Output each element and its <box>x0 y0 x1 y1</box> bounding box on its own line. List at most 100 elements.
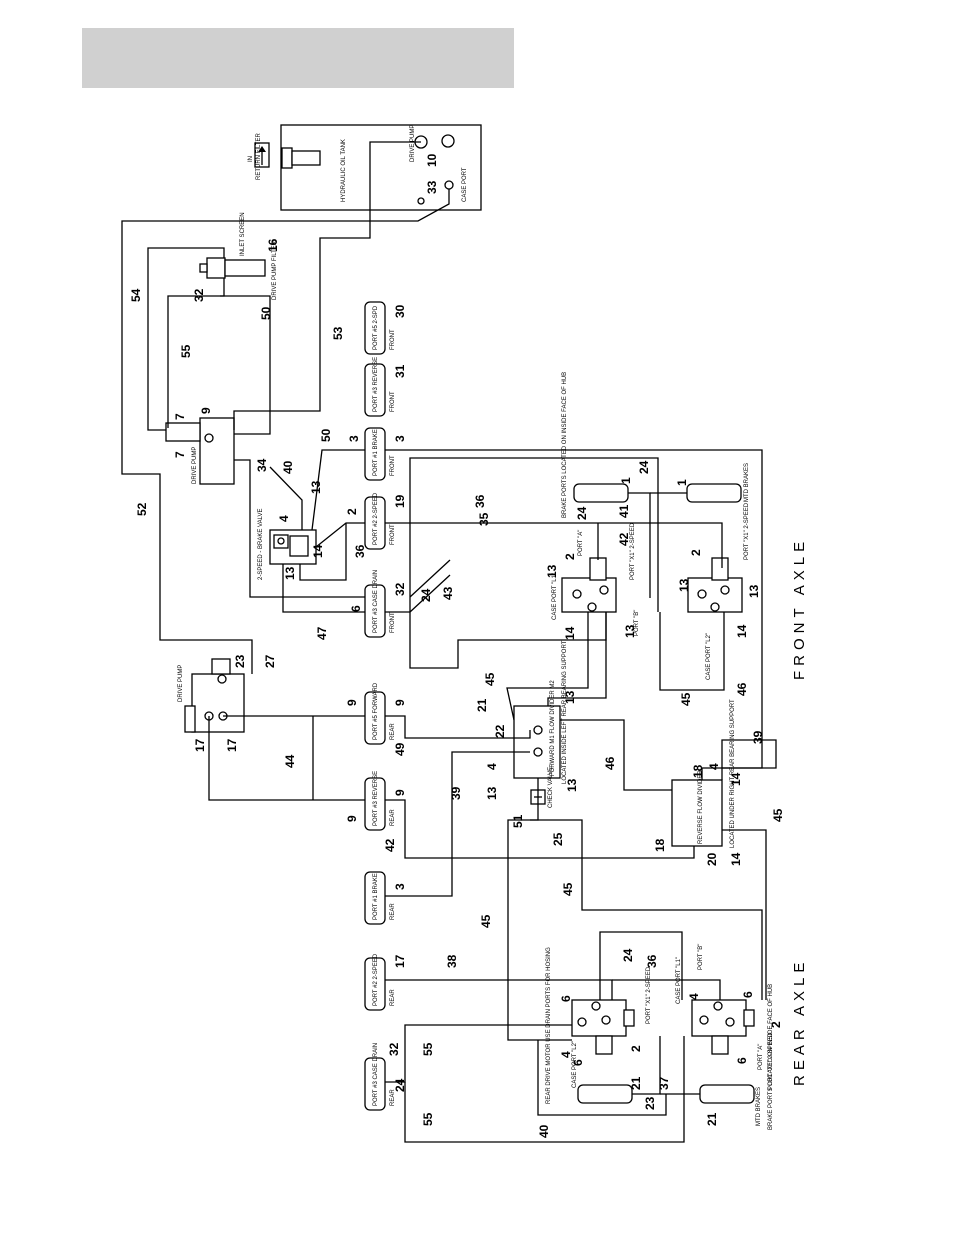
hose-lines <box>121 141 777 1143</box>
port-box-side: FRONT <box>390 524 396 545</box>
mtd-brakes-rear-label: MTD BRAKES <box>756 1087 762 1126</box>
front-motor-right <box>687 557 743 613</box>
callout: 51 <box>511 814 525 828</box>
callout: 49 <box>393 742 407 756</box>
callout: 13 <box>309 480 323 494</box>
front-brake-right <box>686 483 742 503</box>
reverse-flow-divider-label: REVERSE FLOW DIVIDER <box>698 770 704 844</box>
port-box-label: PORT #1 BRAKE <box>373 429 379 476</box>
callout: 43 <box>441 586 455 600</box>
callout: 36 <box>473 494 487 508</box>
front-brake-left <box>573 483 629 503</box>
callout: 13 <box>747 584 761 598</box>
drive-pump-filter-label: DRIVE PUMP FILTER <box>272 240 278 300</box>
callout: 9 <box>199 407 213 414</box>
callout: 55 <box>421 1112 435 1126</box>
mtd-brakes-front-label: MTD BRAKES <box>744 463 750 502</box>
flow-divider-main <box>513 705 561 779</box>
rear-motor-left <box>571 999 635 1055</box>
callout: 13 <box>485 786 499 800</box>
brake-ports-front-label: BRAKE PORTS LOCATED ON INSIDE FACE OF HU… <box>562 372 568 518</box>
callout: 20 <box>705 852 719 866</box>
flow-divider-main-label: FORWARD M1 FLOW DIVIDER M2 <box>550 680 556 776</box>
callout: 37 <box>657 1076 671 1090</box>
callout: 2 <box>689 549 703 556</box>
port-box-side: REAR <box>390 723 396 740</box>
callout-numbers: 10 33 16 32 54 55 50 53 30 31 7 7 9 50 3… <box>129 153 785 1138</box>
callout: 24 <box>393 1078 407 1092</box>
case-port-label: CASE PORT "L1" <box>552 573 558 620</box>
callout: 13 <box>623 624 637 638</box>
callout: 17 <box>225 738 239 752</box>
reverse-flow-divider <box>671 779 723 847</box>
brake-valve <box>269 529 317 565</box>
callout: 24 <box>419 588 433 602</box>
case-port-label: CASE PORT "L2" <box>706 633 712 680</box>
callout: 16 <box>266 238 280 252</box>
callout: 6 <box>559 995 573 1002</box>
callout: 3 <box>393 435 407 442</box>
port-box-side: REAR <box>390 989 396 1006</box>
callout: 9 <box>345 699 359 706</box>
callout: 14 <box>735 624 749 638</box>
callout: 50 <box>259 306 273 320</box>
drive-pump-lower-label: DRIVE PUMP <box>178 665 184 702</box>
reverse-flow-divider-note: LOCATED UNDER RIGHT REAR BEARING SUPPORT <box>730 699 736 848</box>
callout: 2 <box>345 508 359 515</box>
callout: 46 <box>735 682 749 696</box>
port-x1-label: PORT "X1" 2-SPEED <box>630 522 636 580</box>
drive-pump-upper-label: DRIVE PUMP <box>192 447 198 484</box>
port-box-side: REAR <box>390 903 396 920</box>
callout: 22 <box>493 724 507 738</box>
callout: 40 <box>537 1124 551 1138</box>
callout: 54 <box>129 288 143 302</box>
port-b-label: PORT "B" <box>698 944 704 970</box>
callout: 45 <box>483 672 497 686</box>
port-box-label: PORT #3 REVERSE <box>373 771 379 826</box>
callout: 55 <box>421 1042 435 1056</box>
port-x1-label: PORT "X1" 2-SPEED <box>646 966 652 1024</box>
rear-axle-label: REAR AXLE <box>791 958 808 1086</box>
callout: 13 <box>283 566 297 580</box>
port-box-label: PORT #5 2-SPD <box>373 305 379 350</box>
callout: 4 <box>687 993 701 1000</box>
callout: 7 <box>173 413 187 420</box>
rear-drive-motor-label: REAR DRIVE MOTOR USE DRAIN PORTS FOR HOS… <box>546 947 552 1104</box>
inlet-screen-label: INLET SCREEN <box>240 212 246 256</box>
return-filter-label: RETURN FILTER <box>256 132 262 180</box>
port-box-label: PORT #3 CASE DRAIN <box>373 1043 379 1106</box>
port-a-label: PORT "A" <box>578 530 584 556</box>
rear-brake-right <box>699 1084 755 1104</box>
callout: 39 <box>751 730 765 744</box>
port-b-label: PORT "B" <box>634 610 640 636</box>
port-box-label: PORT #1 BRAKE <box>373 873 379 920</box>
callout: 36 <box>645 954 659 968</box>
callout: 18 <box>691 764 705 778</box>
callout: 13 <box>563 690 577 704</box>
callout: 35 <box>477 512 491 526</box>
callout: 23 <box>643 1096 657 1110</box>
port-x1-label: PORT "X1" 2-SPEED <box>744 502 750 560</box>
port-box-label: PORT #5 FORWARD <box>373 682 379 740</box>
callout: 24 <box>621 948 635 962</box>
callout: 10 <box>425 153 439 167</box>
callout: 23 <box>233 654 247 668</box>
callout: 9 <box>345 815 359 822</box>
case-port-label: CASE PORT "L2" <box>572 1041 578 1088</box>
drive-pump-lower <box>184 658 245 733</box>
callout: 24 <box>575 506 589 520</box>
callout: 32 <box>192 288 206 302</box>
callout: 14 <box>563 626 577 640</box>
callout: 52 <box>135 502 149 516</box>
callout: 13 <box>545 564 559 578</box>
callout: 50 <box>319 428 333 442</box>
port-box-labels: PORT #5 2-SPD FRONT PORT #3 REVERSE FRON… <box>373 305 396 1106</box>
callout: 17 <box>393 954 407 968</box>
callout: 38 <box>445 954 459 968</box>
port-box-side: REAR <box>390 1089 396 1106</box>
port-box-label: PORT #2 2-SPEED <box>373 953 379 1006</box>
callout: 6 <box>741 991 755 998</box>
callout: 45 <box>479 914 493 928</box>
callout: 21 <box>475 698 489 712</box>
callout: 31 <box>393 364 407 378</box>
